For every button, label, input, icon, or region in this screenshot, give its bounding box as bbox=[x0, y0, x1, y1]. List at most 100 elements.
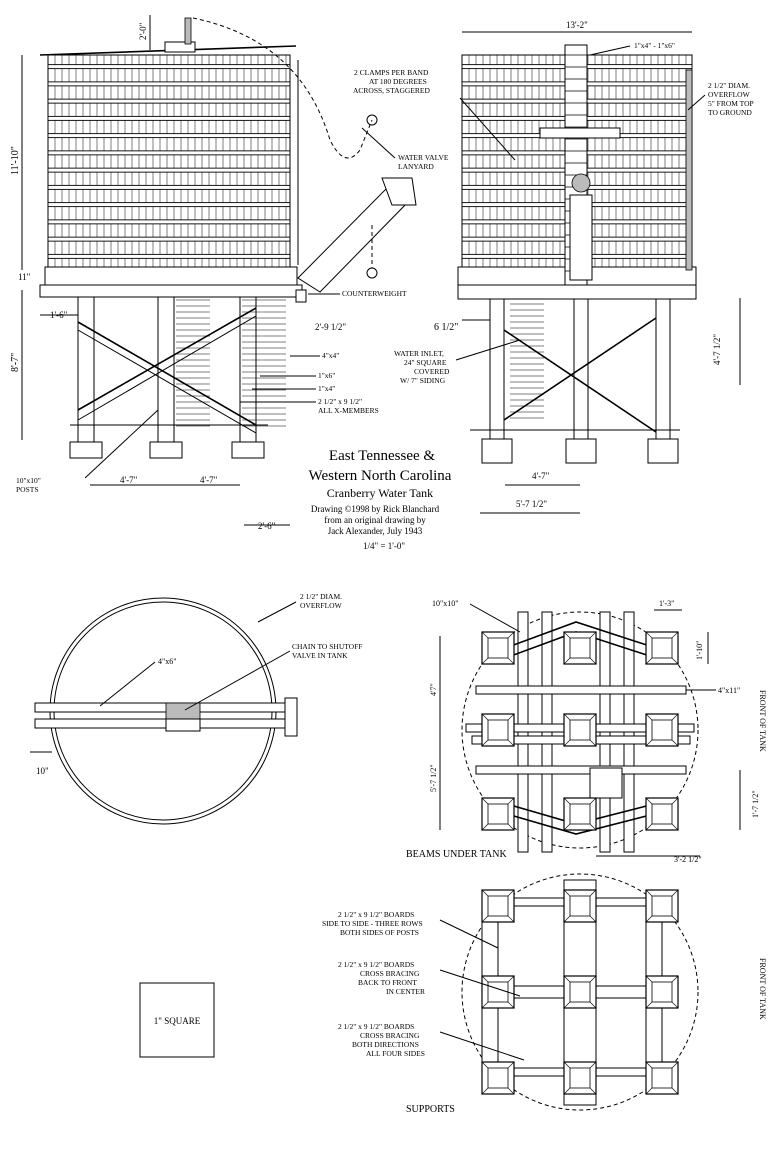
post-inner bbox=[651, 1067, 673, 1089]
side-counterweight-ring bbox=[366, 267, 378, 279]
post-bevel bbox=[481, 1001, 489, 1009]
post-bevel bbox=[481, 713, 489, 721]
supports-label-all-3: BOTH DIRECTIONS bbox=[352, 1040, 419, 1049]
post-inner bbox=[651, 637, 673, 659]
post-bevel bbox=[507, 1061, 515, 1069]
beams-label-4x11: 4"x11" bbox=[718, 686, 740, 695]
beams-front-of-tank: FRONT OF TANK bbox=[758, 690, 767, 752]
supports-label-cross-2: CROSS BRACING bbox=[360, 969, 420, 978]
post-bevel bbox=[589, 889, 597, 897]
post-bevel bbox=[645, 915, 653, 923]
post-bevel bbox=[481, 889, 489, 897]
side-counterweight bbox=[295, 289, 307, 303]
post-bevel bbox=[563, 823, 571, 831]
side-tank-staves bbox=[54, 55, 287, 267]
post-bevel bbox=[481, 657, 489, 665]
post-inner bbox=[487, 803, 509, 825]
front-dim-width: 13'-2" bbox=[566, 20, 588, 30]
post-bevel bbox=[563, 975, 571, 983]
front-label-overflow-4: TO GROUND bbox=[708, 108, 752, 117]
post-bevel bbox=[507, 739, 515, 747]
front-footing-1 bbox=[481, 438, 513, 464]
post-bevel bbox=[671, 889, 679, 897]
side-x-bracing-edge bbox=[77, 315, 257, 434]
post-bevel bbox=[481, 631, 489, 639]
post-bevel bbox=[563, 739, 571, 747]
post-inner bbox=[487, 1067, 509, 1089]
post-inner bbox=[651, 895, 673, 917]
post-bevel bbox=[645, 631, 653, 639]
leader-inlet bbox=[455, 339, 521, 361]
front-label-clamps-2: AT 180 DEGREES bbox=[369, 77, 427, 86]
front-label-inlet-3: COVERED bbox=[414, 367, 450, 376]
post-bevel bbox=[645, 1001, 653, 1009]
post-bevel bbox=[563, 631, 571, 639]
post-inner bbox=[569, 895, 591, 917]
side-spout-hood bbox=[381, 177, 417, 206]
front-label-inlet-2: 24" SQUARE bbox=[404, 358, 447, 367]
post-bevel bbox=[589, 1001, 597, 1009]
side-dim-base: 11" bbox=[18, 272, 31, 282]
post-bevel bbox=[507, 1087, 515, 1095]
post-bevel bbox=[507, 975, 515, 983]
leader-posts bbox=[84, 409, 159, 479]
front-x-bracing bbox=[503, 317, 657, 433]
side-label-1x4: 1"x4" bbox=[318, 384, 335, 393]
front-label-overflow-2: OVERFLOW bbox=[708, 90, 751, 99]
post-inner bbox=[651, 803, 673, 825]
post-bevel bbox=[507, 797, 515, 805]
post-bevel bbox=[563, 1087, 571, 1095]
side-lanyard bbox=[192, 17, 373, 159]
post-bevel bbox=[645, 823, 653, 831]
supports-caption: SUPPORTS bbox=[406, 1104, 455, 1115]
side-dim-87: 8'-7" bbox=[10, 353, 21, 372]
supports-label-cross-3: BACK TO FRONT bbox=[358, 978, 417, 987]
leader-clamps bbox=[459, 97, 516, 161]
beams-label-10x10: 10"x10" bbox=[432, 599, 459, 608]
post-bevel bbox=[481, 975, 489, 983]
front-label-1x4-1x6: 1"x4" - 1"x6" bbox=[634, 41, 675, 50]
leader-supports-cross bbox=[439, 969, 521, 997]
supports-label-all-2: CROSS BRACING bbox=[360, 1031, 420, 1040]
post-inner bbox=[569, 719, 591, 741]
post-bevel bbox=[589, 739, 597, 747]
post-bevel bbox=[481, 915, 489, 923]
supports-label-cross-4: IN CENTER bbox=[386, 987, 425, 996]
side-view bbox=[21, 15, 417, 526]
post-bevel bbox=[645, 713, 653, 721]
plan-label-chain-2: VALVE IN TANK bbox=[292, 651, 348, 660]
title-credit-1: Drawing ©1998 by Rick Blanchard bbox=[311, 504, 440, 514]
post-bevel bbox=[589, 657, 597, 665]
supports-tank-outline bbox=[461, 873, 699, 1111]
side-hatch bbox=[164, 41, 196, 53]
post-bevel bbox=[671, 915, 679, 923]
title-scale: 1/4" = 1'-0" bbox=[363, 541, 405, 551]
side-footing-2 bbox=[149, 441, 183, 459]
front-post-left bbox=[489, 298, 505, 440]
front-label-overflow-1: 2 1/2" DIAM. bbox=[708, 81, 750, 90]
plan-dim-10: 10" bbox=[36, 766, 49, 776]
tank-hoop-band bbox=[47, 98, 291, 104]
side-tank-hoops bbox=[47, 64, 291, 259]
plan-beam-upper bbox=[34, 702, 291, 713]
title-line-2: Western North Carolina bbox=[309, 468, 452, 484]
side-inlet-siding bbox=[176, 299, 286, 427]
side-dim-height: 11'-10" bbox=[10, 146, 21, 175]
post-inner bbox=[569, 1067, 591, 1089]
front-valve-wheel bbox=[571, 173, 591, 193]
side-dim-26: 2'-6" bbox=[258, 521, 276, 531]
plan-hatch-bottom bbox=[165, 718, 201, 732]
beams-tank-outline bbox=[461, 611, 699, 849]
front-post-right bbox=[655, 298, 671, 440]
title-line-3: Cranberry Water Tank bbox=[327, 486, 433, 500]
plan-label-4x6: 4"x6" bbox=[158, 657, 177, 666]
post-bevel bbox=[589, 713, 597, 721]
leader-plan-overflow bbox=[257, 601, 297, 623]
plan-hatch-top bbox=[165, 702, 201, 720]
post-inner bbox=[569, 637, 591, 659]
side-ladder bbox=[289, 60, 299, 265]
post-bevel bbox=[671, 975, 679, 983]
post-bevel bbox=[645, 889, 653, 897]
post-bevel bbox=[671, 1061, 679, 1069]
